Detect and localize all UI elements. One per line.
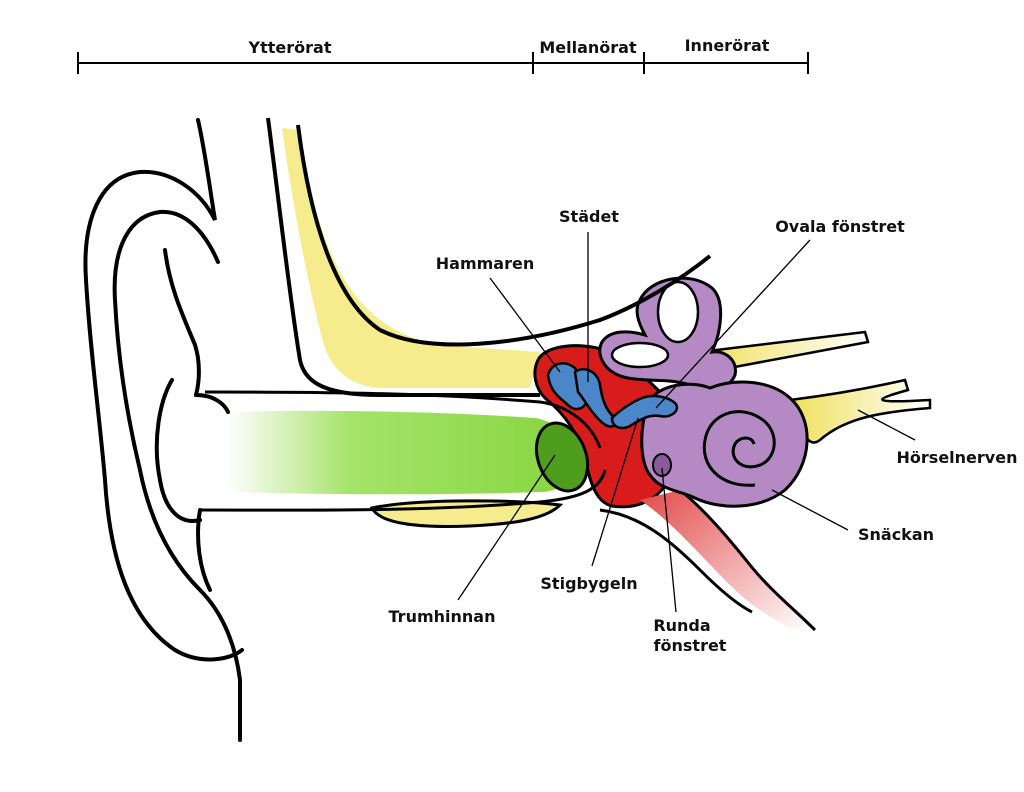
section-bracket [77,52,809,74]
skull-line-inner [266,117,540,397]
section-label-inner-ear: Innerörat [685,36,770,55]
label-round-window-line2: fönstret [654,636,727,655]
leader-lines [457,232,916,613]
eustachian-tube-outline-upper [679,488,817,632]
pinna-outer-rim [83,118,244,662]
label-cochlea: Snäckan [858,525,934,544]
pinna-antihelix [163,248,201,397]
label-oval-window: Ovala fönstret [775,217,905,236]
pinna [83,118,244,742]
leader-oval-window [655,239,811,409]
cochlea [640,380,809,508]
pinna-concha [154,378,202,523]
section-label-middle-ear: Mellanörat [539,38,637,57]
pinna-lobe [138,468,242,742]
pinna-tragus [194,393,230,414]
eustachian-tube-outline-lower [599,508,753,614]
section-label-outer-ear: Ytterörat [248,38,332,57]
leader-cochlea [771,489,849,531]
leader-eardrum [457,454,556,601]
cochlea-spiral [702,410,776,487]
ossicles [546,362,679,430]
ear-canal [228,410,575,495]
canal-hole-2 [610,341,670,369]
ear-canal-wall-bottom [199,469,607,512]
label-stapes: Stigbygeln [540,574,637,593]
leader-round-window [661,467,677,613]
label-auditory-nerve: Hörselnerven [897,448,1018,467]
eardrum [534,421,590,493]
skull-outline [266,117,712,397]
label-malleus: Hammaren [436,254,534,273]
canal-hole-1 [656,280,700,344]
skull-line-outer [296,124,712,347]
bone-lower [369,499,564,528]
bone-upper [282,128,540,388]
ear-canal-wall-top [204,390,602,449]
pinna-lower-canal [196,508,212,592]
inner-ear [598,276,809,508]
leader-stapes [591,417,639,567]
eustachian-tube [640,490,812,630]
stapes [610,394,679,430]
pinna-helix-inner [112,209,220,472]
label-round-window-line1: Runda [653,616,710,635]
leader-auditory-nerve [857,409,916,441]
label-eardrum: Trumhinnan [389,607,496,626]
round-window [652,453,672,477]
label-incus: Städet [559,207,619,226]
leader-malleus [489,277,561,373]
